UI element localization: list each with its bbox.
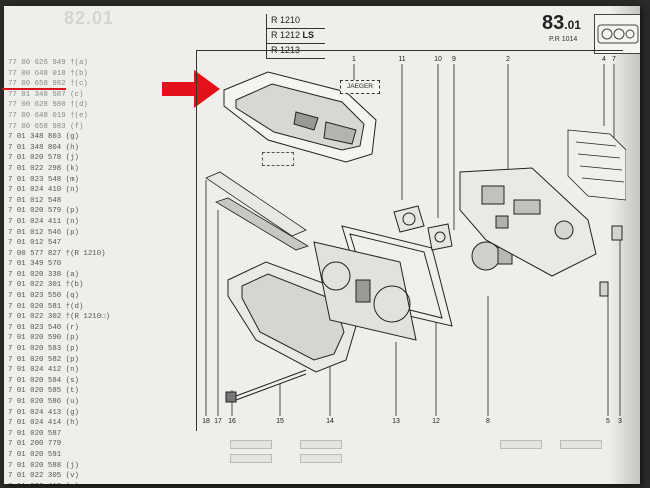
model-line: R 1210: [267, 14, 325, 29]
callout-7: 7: [612, 56, 616, 63]
reference-cell: [300, 440, 342, 449]
callout-10: 10: [434, 56, 442, 63]
part-number-row: 7 01 020 588 (j): [8, 461, 79, 470]
part-number-row: 7 01 020 583 (p): [8, 345, 79, 354]
dashed-placeholder-box: [262, 152, 294, 166]
callout-4: 4: [602, 56, 606, 63]
highlight-underline: [2, 88, 66, 90]
part-number-row: 7 01 012 546 (p): [8, 228, 79, 237]
callout-12: 12: [432, 418, 440, 425]
part-number-row: 7 01 023 540 (r): [8, 323, 79, 332]
part-number-row: 7 01 020 590 (p): [8, 334, 79, 343]
reference-cell: [500, 440, 542, 449]
dashboard-thumbnail: [594, 14, 640, 54]
part-number-row: 7 01 023 548 (m): [8, 175, 79, 184]
page-shadow: [610, 6, 640, 484]
part-number-row: 77 00 658 982 †(c): [8, 80, 88, 89]
model-code: R 1210: [271, 15, 301, 25]
red-pointer-arrow-icon: [162, 70, 220, 108]
part-number-row: 7 01 020 579 (p): [8, 207, 79, 216]
exploded-diagram-frame: [196, 50, 623, 431]
callout-5: 5: [606, 418, 610, 425]
callout-15: 15: [276, 418, 284, 425]
reference-cell: [560, 440, 602, 449]
part-number-row: 7 01 012 547: [8, 239, 62, 248]
callout-1: 1: [352, 56, 356, 63]
part-number-row: 7 01 022 298 (k): [8, 164, 79, 173]
part-number-row: 7 01 020 587: [8, 429, 62, 438]
dashboard-thumbnail-icon: [597, 24, 639, 44]
part-number-row: 7 01 020 338 (a): [8, 270, 79, 279]
part-number-row: 7 01 024 410 (n): [8, 186, 79, 195]
part-number-row: 77 00 648 018 †(b): [8, 69, 88, 78]
reference-cell: [300, 454, 342, 463]
part-number-row: 7 01 020 582 (p): [8, 355, 79, 364]
callout-3: 3: [618, 418, 622, 425]
part-number-row: 7 01 023 550 (q): [8, 292, 79, 301]
part-number-row: 7 01 023 418 (n): [8, 482, 128, 484]
page-number: 83.01: [542, 12, 581, 35]
part-number-row: 7 00 577 827 †(R 1210): [8, 249, 106, 258]
callout-18: 18: [202, 418, 210, 425]
part-number-row: 7 01 012 548: [8, 196, 62, 205]
jaeger-label: JAEGER: [340, 80, 380, 94]
part-number-row: 77 00 648 019 †(e): [8, 111, 88, 120]
part-number-row: 7 01 020 591: [8, 450, 62, 459]
faded-section-number: 82.01: [64, 8, 115, 28]
part-number-row: 77 00 626 949 †(a): [8, 59, 88, 67]
part-number-row: 7 01 020 578 (j): [8, 154, 79, 163]
part-number-row: 7 01 024 414 (h): [8, 419, 79, 428]
model-code: R 1212: [271, 30, 301, 40]
callout-11: 11: [398, 56, 406, 63]
parts-number-list: 77 00 626 949 †(a) 77 00 648 018 †(b) 77 0…: [8, 58, 128, 484]
part-number-row: 7 01 200 779: [8, 440, 62, 449]
part-number-row: 7 01 348 804 (h): [8, 143, 79, 152]
part-number-row: 7 01 020 586 (u): [8, 398, 79, 406]
part-number-row: 7 01 349 570: [8, 260, 62, 269]
callout-17: 17: [214, 418, 222, 425]
model-line: R 1212 LS: [267, 29, 325, 44]
reference-cell: [230, 454, 272, 463]
part-number-row: 77 00 628 980 †(d): [8, 101, 88, 110]
page-number-suffix: .01: [564, 18, 581, 32]
bottom-reference-strip: [230, 436, 610, 470]
part-number-row: 7 01 348 803 (g): [8, 133, 79, 142]
part-number-row: 7 01 020 581 †(d): [8, 302, 84, 311]
part-number-row: 7 01 022 302 †(R 1210☐): [8, 313, 111, 322]
part-number-row: 7 01 024 412 (n): [8, 366, 79, 375]
page-number-main: 83: [542, 12, 565, 34]
page-reference: P.R 1014: [549, 36, 578, 43]
part-number-row: 7 01 022 305 (v): [8, 472, 79, 481]
callout-16: 16: [228, 418, 236, 425]
callout-14: 14: [326, 418, 334, 425]
part-number-row: 7 01 020 585 (t): [8, 387, 79, 396]
part-number-row: 77 00 658 983 (f): [8, 122, 84, 131]
part-number-row: 7 01 024 411 (n): [8, 217, 79, 226]
model-suffix: LS: [302, 30, 315, 40]
callout-2: 2: [506, 56, 510, 63]
exploded-instrument-cluster-diagram: [205, 64, 626, 416]
part-number-row: 7 01 020 584 (s): [8, 376, 79, 385]
reference-cell: [230, 440, 272, 449]
part-number-row: 7 01 024 413 (g): [8, 408, 79, 417]
part-number-row: 7 01 022 301 †(b): [8, 281, 84, 290]
callout-8: 8: [486, 418, 490, 425]
callout-9: 9: [452, 56, 456, 63]
callout-13: 13: [392, 418, 400, 425]
part-number-row: 77 01 348 587 (c): [8, 90, 84, 99]
